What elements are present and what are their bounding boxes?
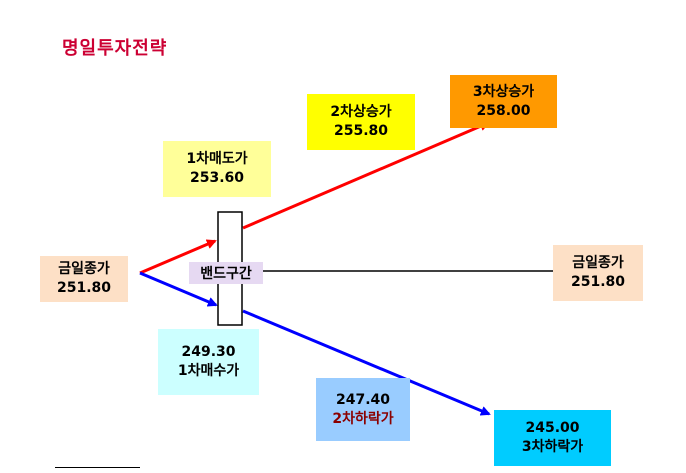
today-close-left-label: 금일종가 bbox=[58, 261, 110, 277]
up-arrow-to-sell-1 bbox=[139, 239, 217, 275]
today-close-left-box: 금일종가 251.80 bbox=[40, 256, 128, 302]
today-close-right-box: 금일종가 251.80 bbox=[553, 245, 643, 301]
today-close-left-value: 251.80 bbox=[56, 280, 112, 296]
rise-3-label: 3차상승가 bbox=[472, 83, 535, 100]
fall-2-box: 247.40 2차하락가 bbox=[316, 378, 410, 441]
buy-1-value: 249.30 bbox=[181, 344, 236, 360]
fall-3-value: 245.00 bbox=[525, 420, 580, 436]
down-arrow-to-fall-3 bbox=[242, 309, 491, 416]
bottom-rule bbox=[55, 467, 140, 468]
sell-1-label: 1차매도가 bbox=[186, 151, 248, 167]
buy-1-label: 1차매수가 bbox=[177, 363, 240, 379]
buy-1-box: 249.30 1차매수가 bbox=[158, 329, 259, 395]
sell-1-value: 253.60 bbox=[189, 170, 245, 186]
band-label: 밴드구간 bbox=[189, 262, 263, 284]
rise-2-label: 2차상승가 bbox=[330, 104, 392, 120]
fall-2-label: 2차하락가 bbox=[332, 410, 394, 427]
fall-3-label: 3차하락가 bbox=[521, 439, 584, 455]
rise-3-value: 258.00 bbox=[476, 102, 531, 119]
rise-2-box: 2차상승가 255.80 bbox=[307, 94, 415, 150]
rise-2-value: 255.80 bbox=[333, 123, 389, 139]
diagram-title: 명일투자전략 bbox=[62, 38, 168, 59]
today-close-right-value: 251.80 bbox=[570, 274, 626, 290]
today-close-right-label: 금일종가 bbox=[572, 255, 624, 271]
sell-1-box: 1차매도가 253.60 bbox=[163, 141, 271, 197]
fall-3-box: 245.00 3차하락가 bbox=[494, 410, 611, 466]
fall-2-value: 247.40 bbox=[335, 391, 391, 408]
up-arrow-to-rise-3 bbox=[242, 121, 490, 230]
down-arrow-to-buy-1 bbox=[139, 271, 218, 307]
rise-3-box: 3차상승가 258.00 bbox=[450, 75, 557, 128]
